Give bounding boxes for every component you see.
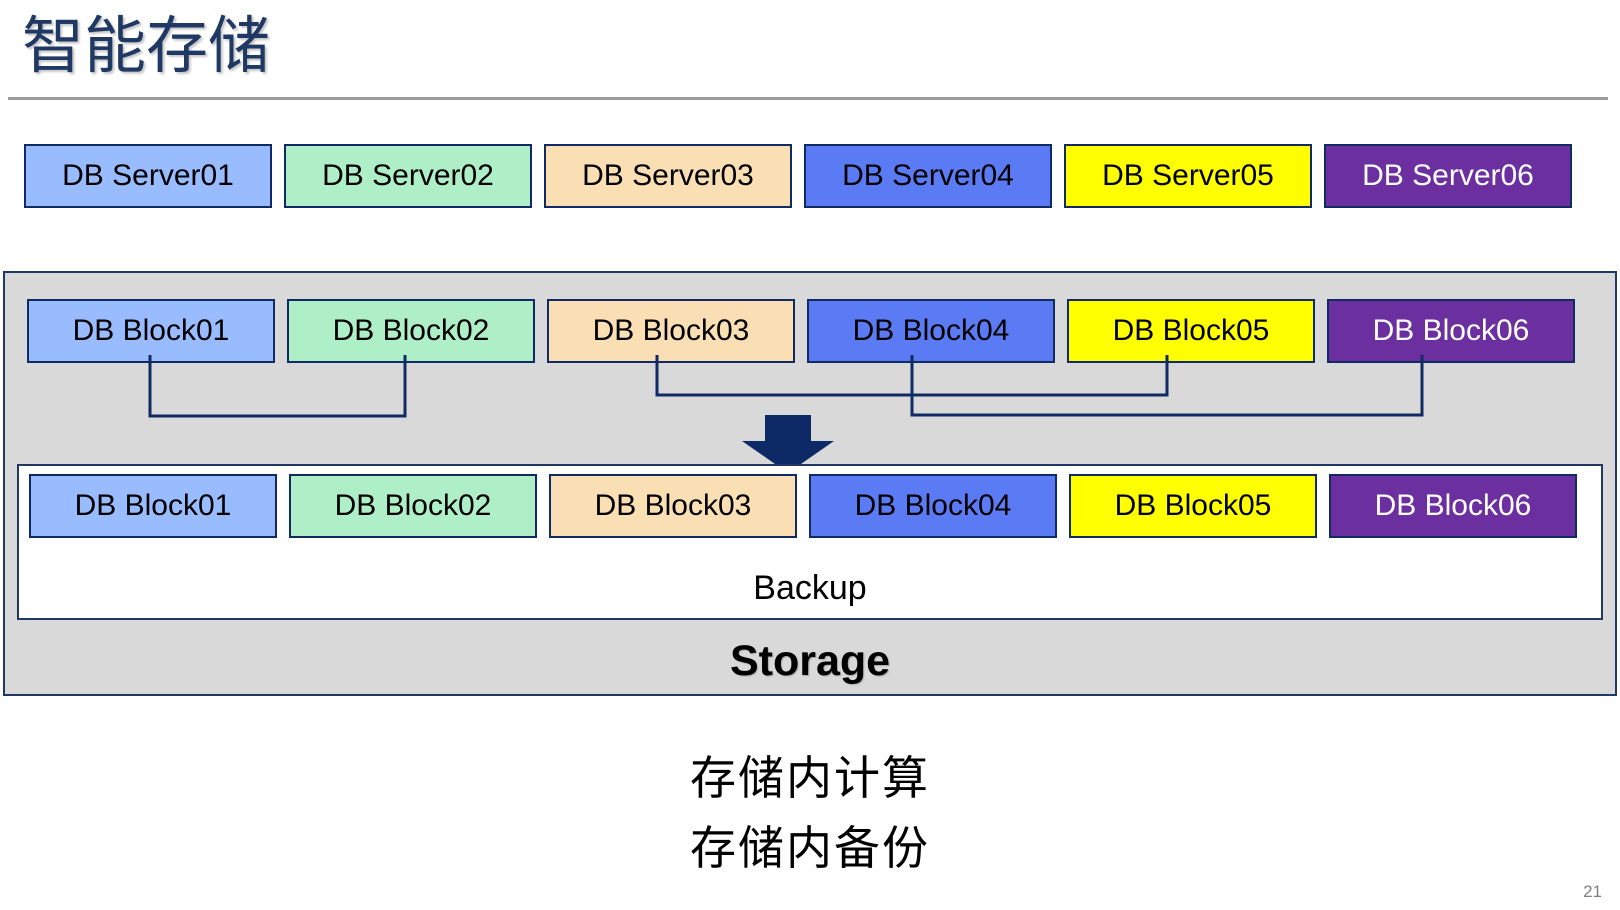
db-server-box-label: DB Server02	[322, 159, 494, 192]
db-block-box-primary-label: DB Block01	[72, 314, 230, 347]
db-block-box-backup-4[interactable]: DB Block04	[809, 474, 1057, 538]
db-block-box-backup-label: DB Block01	[74, 489, 232, 522]
caption-in-storage-backup: 存储内备份	[690, 822, 930, 874]
page-title: 智能存储	[22, 12, 271, 81]
db-block-box-primary-6[interactable]: DB Block06	[1327, 299, 1575, 363]
db-server-box-1[interactable]: DB Server01	[24, 144, 272, 208]
db-block-box-primary-label: DB Block04	[852, 314, 1010, 347]
db-server-box-4[interactable]: DB Server04	[804, 144, 1052, 208]
db-block-box-primary-4[interactable]: DB Block04	[807, 299, 1055, 363]
db-server-box-3[interactable]: DB Server03	[544, 144, 792, 208]
db-block-box-primary-3[interactable]: DB Block03	[547, 299, 795, 363]
db-block-box-primary-5[interactable]: DB Block05	[1067, 299, 1315, 363]
db-block-box-primary-1[interactable]: DB Block01	[27, 299, 275, 363]
db-block-box-primary-label: DB Block03	[592, 314, 750, 347]
db-server-box-label: DB Server05	[1102, 159, 1274, 192]
db-block-box-primary-label: DB Block02	[332, 314, 490, 347]
title-divider	[8, 97, 1608, 100]
db-server-box-label: DB Server06	[1362, 159, 1534, 192]
db-server-box-label: DB Server03	[582, 159, 754, 192]
db-block-box-backup-label: DB Block06	[1374, 489, 1532, 522]
db-block-box-backup-label: DB Block02	[334, 489, 492, 522]
backup-label: Backup	[753, 569, 867, 607]
db-block-box-primary-label: DB Block06	[1372, 314, 1530, 347]
db-block-box-backup-6[interactable]: DB Block06	[1329, 474, 1577, 538]
db-server-box-label: DB Server01	[62, 159, 234, 192]
db-block-box-primary-label: DB Block05	[1112, 314, 1270, 347]
db-block-box-primary-2[interactable]: DB Block02	[287, 299, 535, 363]
storage-container: DB Block01 DB Block02 DB Block03 DB Block04…	[3, 271, 1617, 696]
db-server-box-5[interactable]: DB Server05	[1064, 144, 1312, 208]
db-block-box-backup-1[interactable]: DB Block01	[29, 474, 277, 538]
db-server-box-2[interactable]: DB Server02	[284, 144, 532, 208]
page-number: 21	[1583, 882, 1602, 901]
db-server-box-6[interactable]: DB Server06	[1324, 144, 1572, 208]
db-block-box-backup-2[interactable]: DB Block02	[289, 474, 537, 538]
db-block-box-backup-label: DB Block04	[854, 489, 1012, 522]
db-block-box-backup-3[interactable]: DB Block03	[549, 474, 797, 538]
caption-in-storage-compute: 存储内计算	[690, 752, 930, 804]
backup-panel: DB Block01 DB Block02 DB Block03 DB Block04…	[17, 464, 1603, 620]
storage-label: Storage	[729, 637, 891, 685]
db-block-box-backup-label: DB Block03	[594, 489, 752, 522]
db-block-box-backup-label: DB Block05	[1114, 489, 1272, 522]
db-server-box-label: DB Server04	[842, 159, 1014, 192]
db-block-box-backup-5[interactable]: DB Block05	[1069, 474, 1317, 538]
